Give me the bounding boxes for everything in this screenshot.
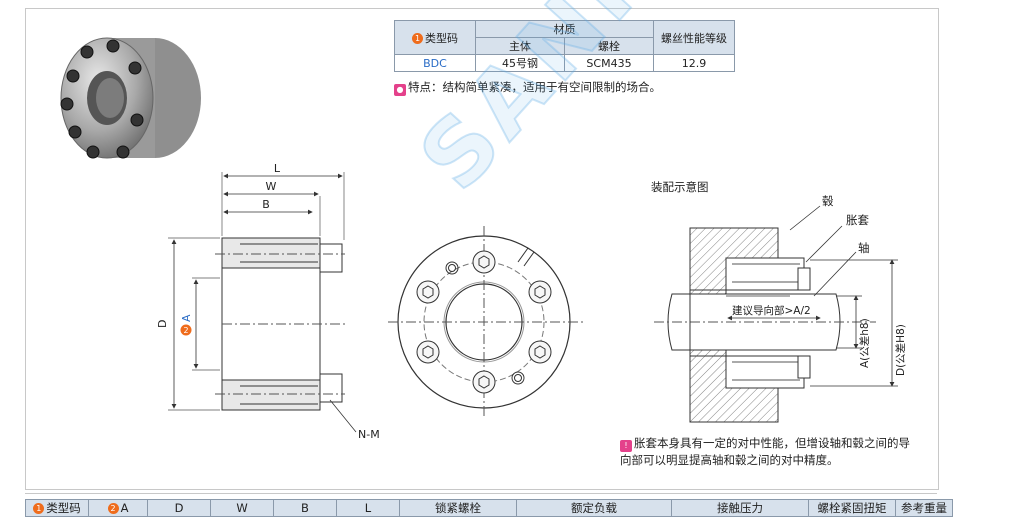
badge-two-circle	[180, 324, 192, 336]
side-view	[168, 172, 357, 433]
col-bolt: 锁紧螺栓	[399, 499, 517, 517]
section-divider	[25, 493, 937, 494]
feature-icon: ●	[394, 84, 406, 96]
assembly-title: 装配示意图	[651, 180, 709, 194]
spec-grade-header: 螺丝性能等级	[653, 20, 735, 55]
label-shaft-tol: A(公差h8)	[859, 318, 871, 368]
label-hub: 毂	[822, 194, 834, 208]
dim-B: B	[262, 198, 270, 211]
front-view	[388, 226, 584, 418]
spec-type-code: BDC	[394, 54, 476, 72]
note-text: !胀套本身具有一定的对中性能，但增设轴和毂之间的导向部可以明显提高轴和毂之间的对…	[620, 436, 910, 467]
spec-grade: 12.9	[653, 54, 735, 72]
dim-A: A	[180, 314, 193, 322]
label-sleeve: 胀套	[846, 213, 869, 227]
col-pressure: 接触压力	[671, 499, 809, 517]
dim-A-group: 2 A	[180, 314, 193, 336]
product-photo	[60, 37, 201, 159]
badge-one: 1	[412, 32, 423, 44]
dim-W: W	[266, 180, 277, 193]
col-D: D	[147, 499, 211, 517]
feature-text: ●特点：结构简单紧凑，适用于有空间限制的场合。	[394, 79, 661, 96]
badge-two: 2	[183, 326, 188, 335]
col-load: 额定负载	[516, 499, 672, 517]
dim-D: D	[156, 320, 169, 328]
col-B: B	[273, 499, 337, 517]
dim-NM: N-M	[358, 428, 380, 441]
dim-L: L	[274, 162, 281, 175]
spec-body: 45号钢	[475, 54, 565, 72]
col-L: L	[336, 499, 400, 517]
col-W: W	[210, 499, 274, 517]
bottom-badge-two: 2	[107, 503, 119, 514]
spec-bolt: SCM435	[564, 54, 654, 72]
col-weight: 参考重量	[895, 499, 953, 517]
label-hub-tol: D(公差H8)	[895, 324, 907, 376]
spec-bolt-header: 螺栓	[564, 37, 654, 55]
label-shaft: 轴	[858, 241, 870, 255]
assembly-view	[654, 205, 898, 423]
spec-material-header: 材质	[475, 20, 654, 38]
note-icon: !	[620, 440, 632, 452]
col-torque: 螺栓紧固扭矩	[808, 499, 896, 517]
label-guide: 建议导向部>A/2	[732, 305, 811, 317]
bottom-badge-one: 1	[33, 503, 45, 514]
spec-body-header: 主体	[475, 37, 565, 55]
